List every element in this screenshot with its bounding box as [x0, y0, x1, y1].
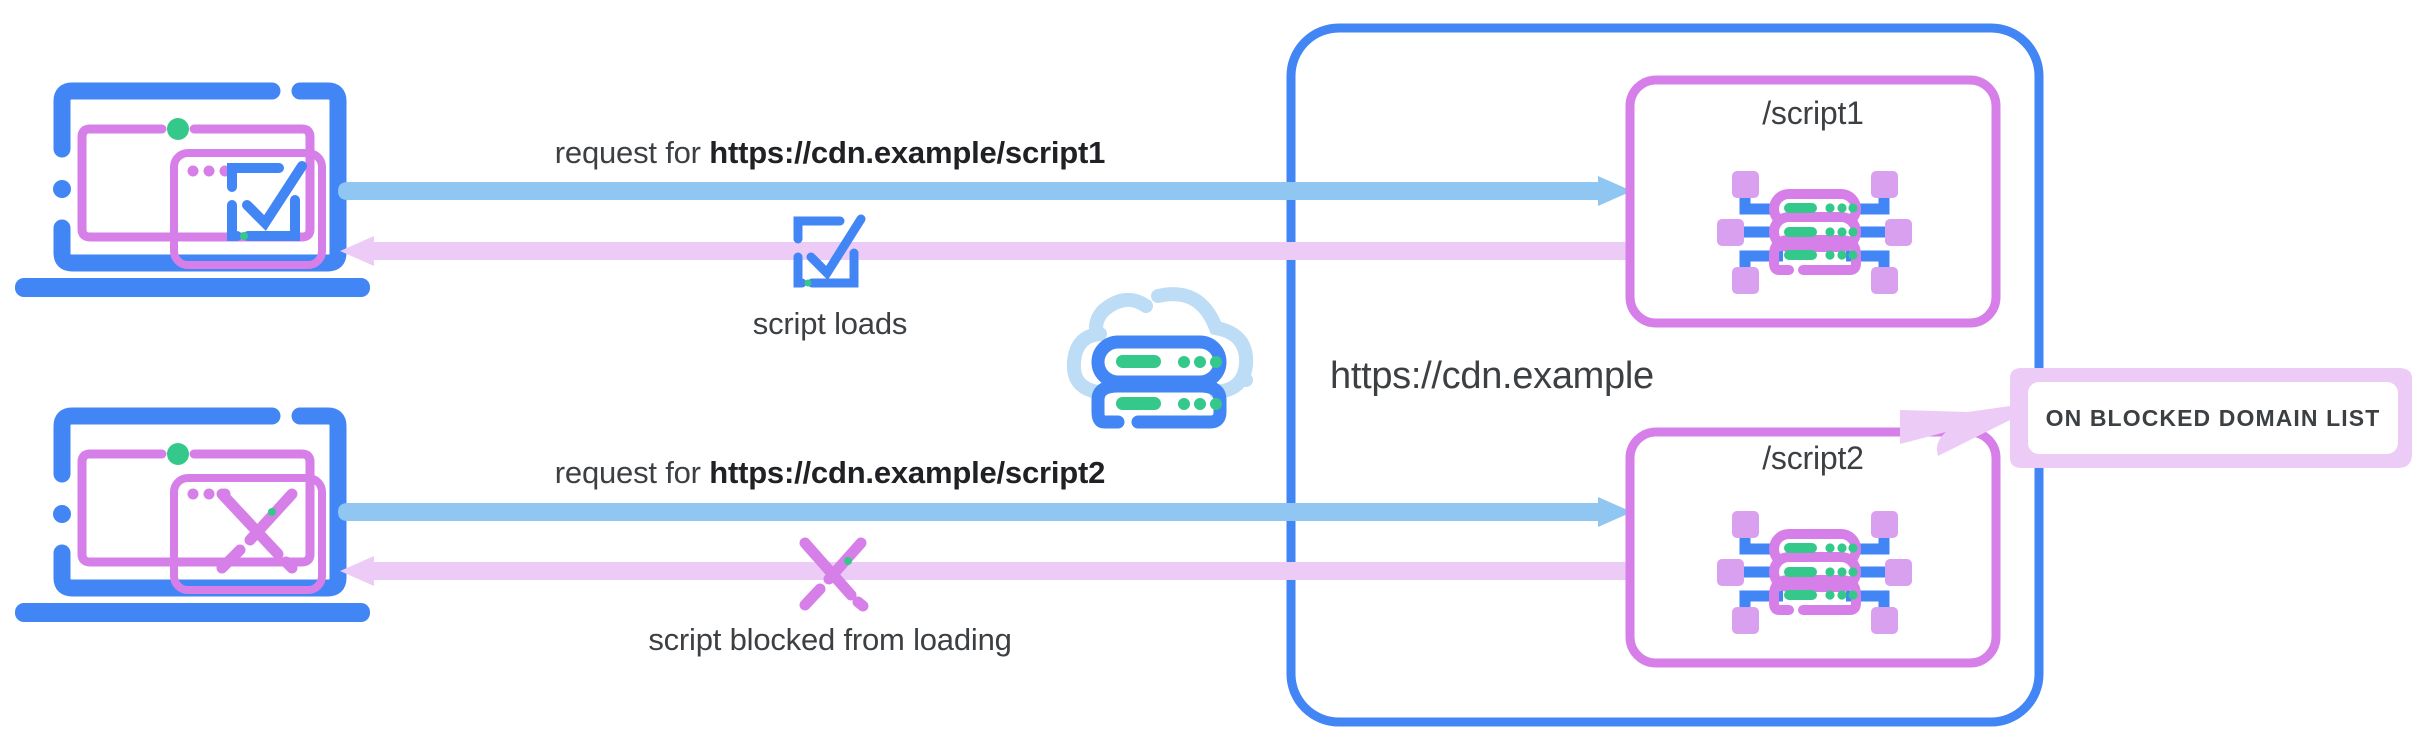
request-arrow-script2	[338, 497, 1632, 527]
cross-icon	[216, 488, 298, 574]
checkmark-icon	[793, 214, 866, 288]
request-label-script1: request for https://cdn.example/script1	[554, 135, 1106, 171]
response-arrow-script1	[340, 236, 1634, 266]
cross-icon	[799, 537, 869, 612]
laptop-allowed	[15, 82, 370, 297]
cloud-server-icon	[1066, 287, 1254, 429]
result-label-script2: script blocked from loading	[648, 622, 1012, 657]
blocked-domain-callout-text: ON BLOCKED DOMAIN LIST	[2045, 405, 2381, 431]
response-arrow-script2	[340, 556, 1634, 586]
cdn-domain-label: https://cdn.example	[1330, 355, 1654, 397]
resource-label-script1: /script1	[1762, 95, 1864, 131]
request-url-2: https://cdn.example/script2	[709, 455, 1106, 490]
blocked-domain-callout	[1900, 368, 2412, 468]
request-prefix-1: request for	[554, 135, 710, 170]
result-icon-script2	[799, 537, 869, 612]
request-arrow-script1	[338, 176, 1632, 206]
status-dot-green	[167, 118, 189, 140]
server-network-icon-script1	[1717, 171, 1912, 294]
request-label-script2: request for https://cdn.example/script2	[554, 455, 1106, 491]
resource-label-script2: /script2	[1762, 440, 1864, 476]
result-icon-script1	[793, 214, 866, 288]
request-url-1: https://cdn.example/script1	[709, 135, 1106, 170]
checkmark-icon	[227, 161, 307, 241]
server-network-icon-script2	[1717, 511, 1912, 634]
laptop-blocked	[15, 407, 370, 622]
status-dot-green	[167, 443, 189, 465]
request-prefix-2: request for	[554, 455, 710, 490]
result-label-script1: script loads	[752, 306, 908, 341]
